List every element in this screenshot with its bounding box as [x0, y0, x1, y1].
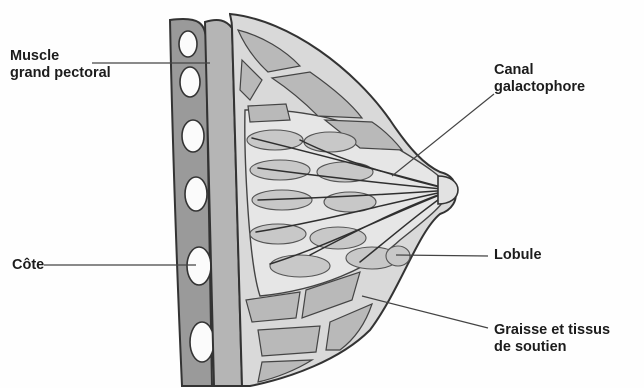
rib-5	[187, 247, 211, 285]
label-canal-line2: galactophore	[494, 79, 585, 96]
leader-canal	[392, 94, 494, 176]
label-muscle-grand-pectoral: Muscle grand pectoral	[10, 48, 111, 82]
rib-2	[180, 67, 200, 97]
label-canal-line1: Canal	[494, 62, 585, 79]
label-graisse-line2: de soutien	[494, 339, 610, 356]
label-cote: Côte	[12, 257, 44, 274]
label-graisse-et-tissus: Graisse et tissus de soutien	[494, 322, 610, 356]
label-cote-line1: Côte	[12, 257, 44, 274]
label-muscle-line2: grand pectoral	[10, 65, 111, 82]
label-graisse-line1: Graisse et tissus	[494, 322, 610, 339]
rib-4	[185, 177, 207, 211]
rib-1	[179, 31, 197, 57]
label-lobule-line1: Lobule	[494, 247, 542, 264]
label-muscle-line1: Muscle	[10, 48, 111, 65]
rib-3	[182, 120, 204, 152]
label-lobule: Lobule	[494, 247, 542, 264]
rib-6	[190, 322, 214, 362]
label-canal-galactophore: Canal galactophore	[494, 62, 585, 96]
